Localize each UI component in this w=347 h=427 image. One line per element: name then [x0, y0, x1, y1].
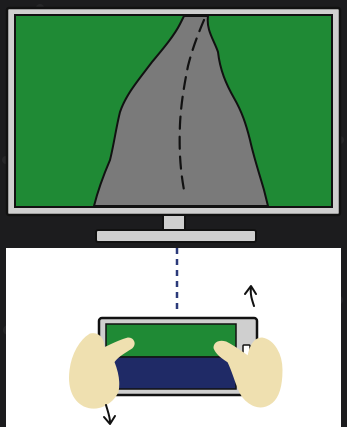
monitor [7, 8, 340, 242]
phone-screen-bottom [106, 357, 236, 389]
monitor-base [96, 230, 256, 242]
phone-group [70, 318, 282, 408]
